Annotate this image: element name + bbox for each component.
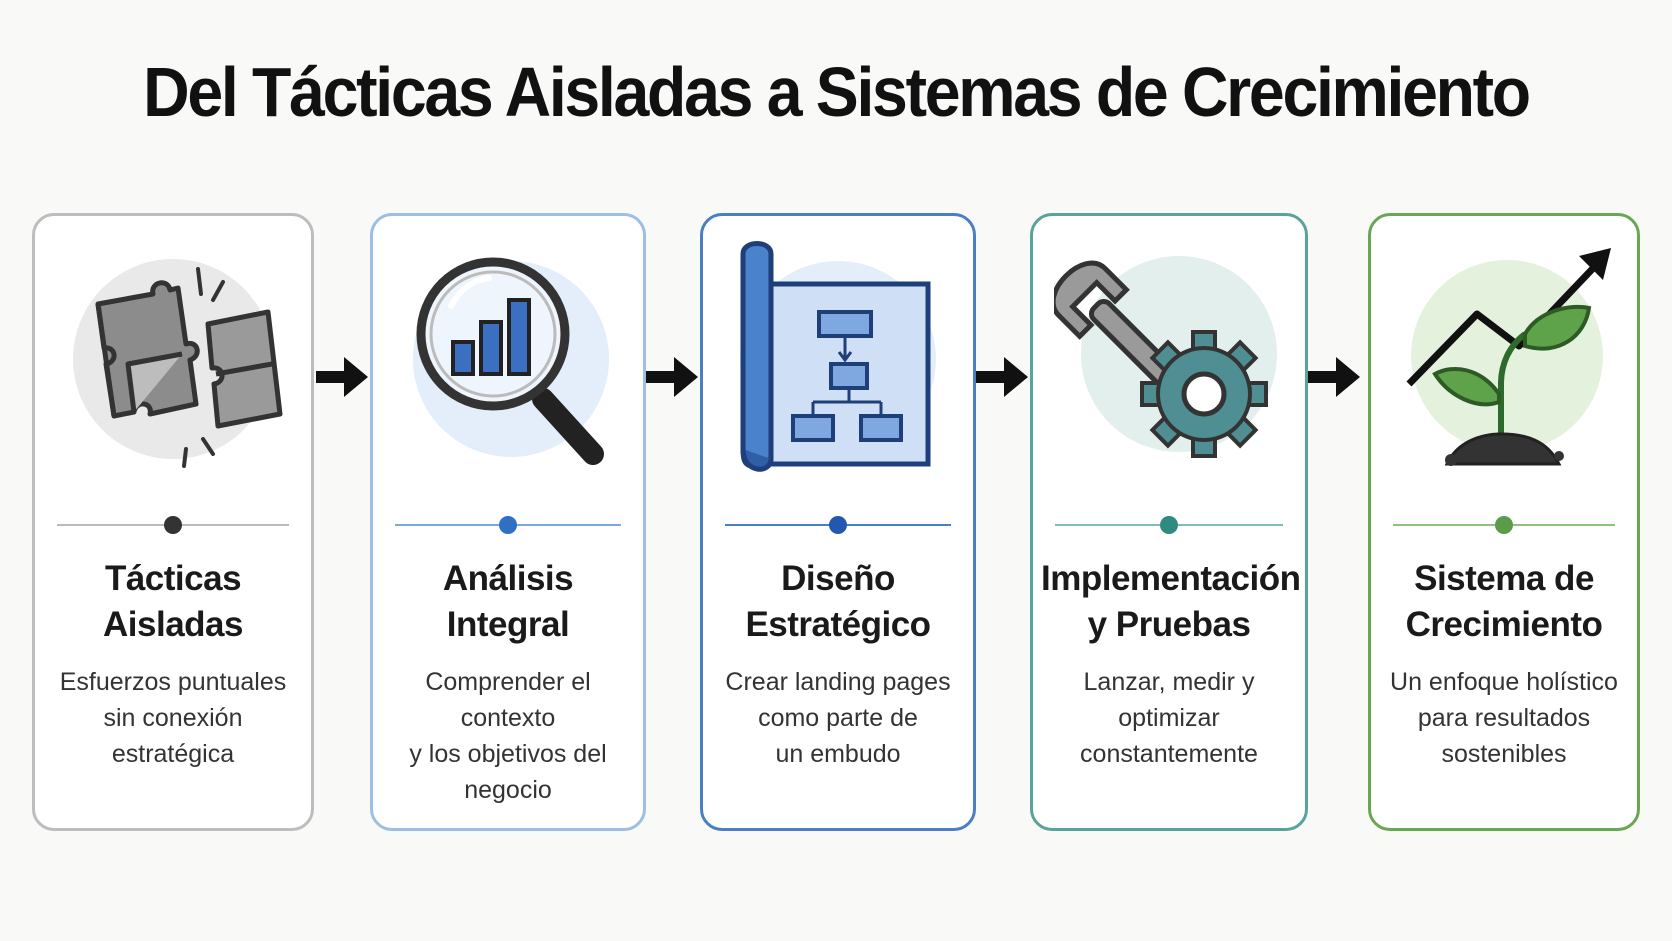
step-dot (499, 516, 517, 534)
right-arrow-icon (974, 353, 1030, 401)
wrench-gear-icon (1033, 234, 1305, 474)
right-arrow-icon (314, 353, 370, 401)
blueprint-icon (703, 234, 973, 474)
step-dot (829, 516, 847, 534)
growth-plant-icon (1371, 234, 1637, 474)
step-dot (164, 516, 182, 534)
broken-puzzle-icon (35, 234, 311, 474)
right-arrow-icon (644, 353, 700, 401)
step-dot (1495, 516, 1513, 534)
step-dot (1160, 516, 1178, 534)
right-arrow-icon (1306, 353, 1362, 401)
page-title: Del Tácticas Aisladas a Sistemas de Crec… (143, 53, 1531, 131)
magnifier-chart-icon (373, 234, 643, 474)
